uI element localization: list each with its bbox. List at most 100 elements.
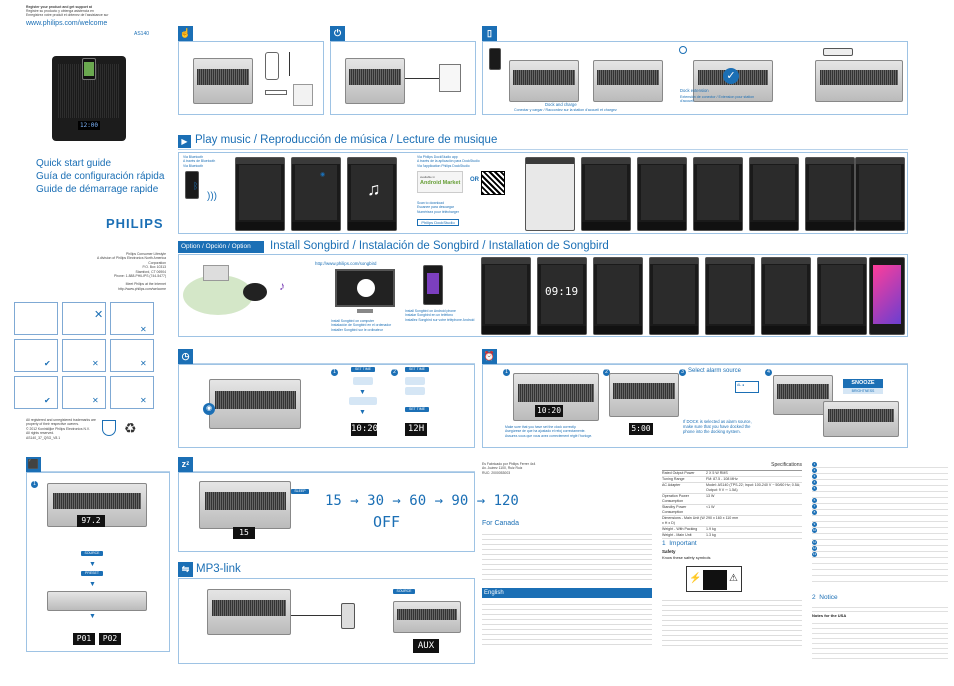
wall-outlet-image — [439, 64, 461, 92]
scan-en: Scan to download — [417, 201, 444, 205]
install-pc-en: Install Songbird on computer — [331, 319, 375, 323]
select-alarm-source: Select alarm source — [688, 368, 742, 374]
preset-button[interactable]: PRESET — [81, 571, 103, 576]
address-line: Stamford, CT 06904 — [135, 269, 166, 274]
sleep-lcd: 15 — [233, 527, 255, 539]
android-market-button[interactable]: available in Android Market — [417, 171, 463, 193]
notes-usa-heading: Notes for the USA — [812, 613, 847, 618]
cross-icon: ✕ — [140, 325, 147, 334]
notice-text-block — [812, 619, 948, 659]
spec-row: Standby Power Consumption<1 W — [662, 505, 802, 516]
cross-icon: ✕ — [92, 396, 99, 405]
option-label: Option / Opción / Option — [178, 241, 264, 253]
down-arrow-icon: ▼ — [89, 613, 96, 620]
alarm-note-fr: Assurez-vous que vous avez correctement … — [505, 433, 593, 438]
legal-line: All registered and unregistered trademar… — [26, 418, 96, 427]
for-canada-heading: For Canada — [482, 520, 519, 527]
welcome-url[interactable]: www.philips.com/welcome — [26, 20, 108, 27]
clock-lcd-1: 10:20 — [351, 423, 379, 436]
down-arrow-icon: ▼ — [359, 389, 366, 396]
set-time-button-3[interactable]: SET TIME — [405, 407, 429, 412]
set-time-button-2[interactable]: SET TIME — [405, 367, 429, 372]
scan-es: Escanee para descargar — [417, 205, 454, 210]
cross-icon: ✕ — [140, 359, 147, 368]
list-number: 12 — [812, 546, 817, 551]
alarm-panel: 1 10:20 Make sure that you have set the … — [482, 364, 908, 448]
warning-label-image: ⚡ ⚠ — [686, 566, 742, 592]
list-number: 10 — [812, 528, 817, 533]
manual-image — [293, 84, 313, 106]
alarm-lcd-2: 5:00 — [629, 423, 653, 435]
list-number: 7 — [812, 504, 817, 509]
step-1: 1 — [331, 369, 338, 376]
or-text: OR — [470, 177, 479, 183]
list-number: 2 — [812, 468, 817, 473]
hand-icon: ☝ — [178, 26, 193, 41]
list-number: 13 — [812, 552, 817, 557]
down-arrow-icon: ▼ — [359, 409, 366, 416]
clock-panel: ◉ 1 SET TIME ▼ ▼ 10:20 2 SET TIME SET TI… — [178, 364, 475, 448]
monitor-image — [335, 269, 395, 307]
alarm-note-es: Asegúrese de que ha ajustado el reloj co… — [505, 429, 586, 434]
english-text-block — [482, 600, 652, 648]
set-time-button[interactable]: SET TIME — [351, 367, 375, 372]
via-bluetooth-en: Via Bluetooth — [183, 155, 204, 159]
alarm-switch-icon[interactable]: AL ● — [735, 381, 759, 393]
songbird-url[interactable]: http://www.philips.com/songbird — [315, 261, 377, 266]
cover-panel: Register your product and get support at… — [0, 0, 170, 686]
step-1: 1 — [503, 369, 510, 376]
step-1: 1 — [31, 481, 38, 488]
mp3-player-image — [341, 603, 355, 629]
brightness-label[interactable]: BRIGHTNESS — [843, 388, 883, 394]
safety-heading: Safety — [662, 549, 676, 554]
via-app-fr: Via l'application Philips DockStudio — [417, 163, 470, 168]
phone-time: 09:19 — [545, 285, 579, 298]
music-note-icon: ♪ — [279, 279, 285, 293]
list-number: 4 — [812, 480, 817, 485]
step-2: 2 — [391, 369, 398, 376]
sleep-sequence: 15 → 30 → 60 → 90 → 120 — [325, 493, 519, 509]
dock-extension-sub: Extensión de conector / Extension pour s… — [680, 95, 755, 103]
power-icon: ⏻ — [330, 26, 345, 41]
songbird-title: Install Songbird / Instalación de Songbi… — [270, 240, 609, 252]
safety-text-block — [662, 596, 802, 648]
via-bluetooth-fr: Via Bluetooth — [183, 163, 204, 168]
install-android-fr: Installez Songbird sur votre téléphone A… — [405, 317, 475, 322]
down-arrow-icon: ▼ — [89, 561, 96, 568]
connector-image — [265, 90, 287, 95]
install-android-en: Install Songbird on Android phone — [405, 309, 456, 313]
safety-illustrations: ✕ ✕ ✔ ✕ ✕ ✔ ✕ ✕ — [14, 302, 156, 409]
dock-charge-panel: ✓ — [482, 41, 908, 115]
music-note-icon: ♫ — [367, 179, 381, 199]
address-line: http://www.philips.com/welcome — [118, 286, 166, 291]
list-number: 9 — [812, 522, 817, 527]
address-line: P.O. Box 10313 — [142, 265, 167, 270]
sleep-off: OFF — [373, 513, 401, 531]
title-fr: Guide de démarrage rapide — [36, 184, 159, 195]
philips-shield-icon — [102, 420, 116, 436]
legal-line: AS140_37_QSG_V8.1 — [26, 435, 61, 440]
touch-icon: ◉ — [203, 403, 215, 415]
clock-lcd-2: 12H — [405, 423, 427, 436]
important-heading: 1 Important — [662, 540, 697, 547]
source-button[interactable]: SOURCE — [81, 551, 103, 556]
dock-clock: 12:00 — [78, 121, 100, 130]
via-bluetooth-es: A través de Bluetooth — [183, 159, 216, 164]
list-number: 6 — [812, 498, 817, 503]
link-icon: ⇋ — [178, 562, 193, 577]
dockstudio-label: Philips DockStudio — [417, 219, 459, 226]
title-es: Guía de configuración rápida — [36, 171, 165, 182]
qr-code-image — [481, 171, 505, 195]
sleep-button[interactable]: SLEEP — [291, 489, 309, 494]
adapter-image — [265, 52, 279, 80]
play-music-title: Play music / Reproducción de música / Le… — [195, 134, 498, 146]
mp3-source-button[interactable]: SOURCE — [393, 589, 415, 594]
via-app-en: Via Philips DockStudio app — [417, 155, 458, 159]
bluetooth-icon: ᛒ — [193, 181, 199, 191]
snooze-button[interactable]: SNOOZE — [843, 379, 883, 388]
box-contents-panel — [178, 41, 324, 115]
alarm-note-en: Make sure that you have set the clock co… — [505, 425, 577, 429]
